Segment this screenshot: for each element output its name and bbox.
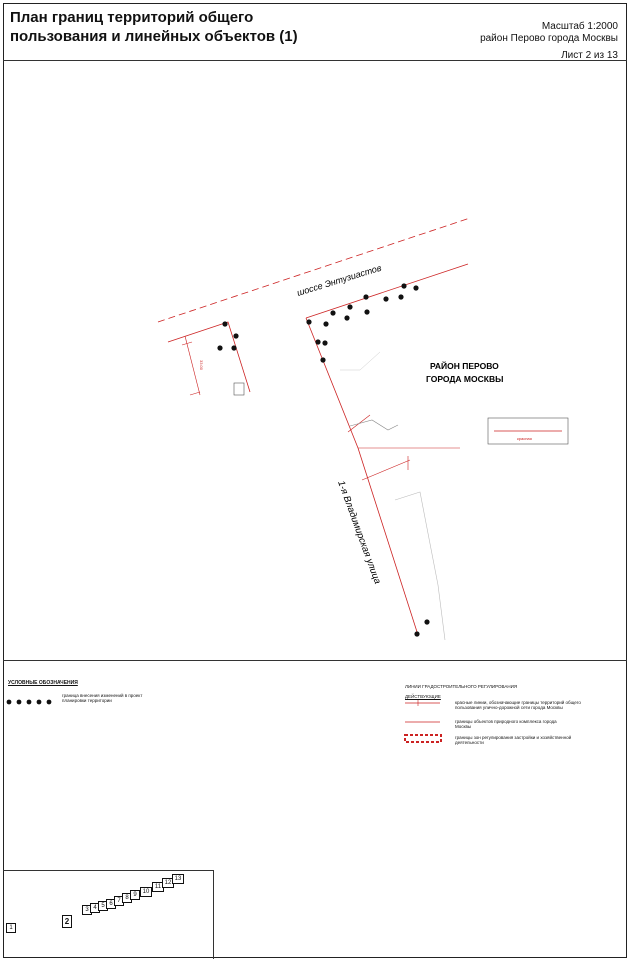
topo-line <box>394 491 446 641</box>
boundary-point <box>233 333 239 339</box>
sheet-meta: Масштаб 1:2000 район Перово города Москв… <box>480 21 618 62</box>
red-line-left-parcel <box>167 321 251 393</box>
sheet-frame <box>3 3 627 958</box>
boundary-point <box>398 294 404 300</box>
boundary-point <box>424 619 430 625</box>
sheet-index-item-1: 1 <box>6 923 16 933</box>
district-label-2: ГОРОДА МОСКВЫ <box>426 374 503 384</box>
boundary-point <box>383 296 389 302</box>
boundary-point <box>401 283 407 289</box>
sheet-index-item-13: 13 <box>172 874 184 884</box>
legend-item1-text-1: красные линии, обозначающие границы терр… <box>455 700 581 705</box>
legend-divider <box>3 660 627 661</box>
title-line-2: пользования и линейных объектов (1) <box>10 28 298 45</box>
scale-label: Масштаб 1:2000 <box>541 21 618 32</box>
legend-zone-symbol <box>404 734 442 743</box>
boundary-point <box>363 294 369 300</box>
boundary-point <box>330 310 336 316</box>
sheet-number: Лист 2 из 13 <box>561 50 618 61</box>
legend-item1-text-2: пользования улично-дорожной сети города … <box>455 705 563 710</box>
boundary-point <box>315 339 321 345</box>
boundary-dots <box>217 283 430 637</box>
boundary-point <box>231 345 237 351</box>
red-line-street-west-south <box>357 447 419 636</box>
boundary-point <box>364 309 370 315</box>
legend-dots-symbol <box>6 699 52 705</box>
legend-item2-text-1: границы объектов природного комплекса го… <box>455 719 557 724</box>
sheet-index-frame <box>3 870 214 959</box>
red-line-highway <box>305 263 469 319</box>
dimension-line <box>184 335 201 396</box>
sheet-index-item-2: 2 <box>62 915 72 928</box>
legend-right-title: ЛИНИИ ГРАДОСТРОИТЕЛЬНОГО РЕГУЛИРОВАНИЯ <box>405 684 518 689</box>
boundary-point <box>347 304 353 310</box>
legend-dots-text-2: планировки территории <box>62 698 112 703</box>
legend-item2-text-2: Москвы <box>455 724 472 729</box>
red-line-street-west <box>305 317 359 449</box>
district-label-1: РАЙОН ПЕРОВО <box>430 360 499 371</box>
legend-item-dots: граница внесения изменений в проект план… <box>62 693 142 703</box>
dimension-tick <box>181 341 193 346</box>
boundary-point <box>217 345 223 351</box>
highway-label: шоссе Энтузиастов <box>296 263 383 298</box>
boundary-point <box>306 319 312 325</box>
legend-item-zones: границы зон регулирования застройки и хо… <box>455 735 571 745</box>
boundary-point <box>320 357 326 363</box>
boundary-point <box>322 340 328 346</box>
boundary-point <box>413 285 419 291</box>
boundary-point <box>222 321 228 327</box>
boundary-point <box>323 321 329 327</box>
legend-item3-text-1: границы зон регулирования застройки и хо… <box>455 735 572 740</box>
header-divider <box>3 60 627 61</box>
dashed-red-line <box>157 217 471 323</box>
legend-right-subtitle: ДЕЙСТВУЮЩИЕ <box>405 694 441 699</box>
boundary-point <box>344 315 350 321</box>
legend-item3-text-2: деятельности <box>455 740 484 745</box>
building-outline <box>233 382 245 396</box>
legend-title: УСЛОВНЫЕ ОБОЗНАЧЕНИЯ <box>8 680 78 686</box>
red-line-marker-box <box>487 417 569 445</box>
topo-line <box>340 351 381 371</box>
title-line-1: План границ территорий общего <box>10 9 254 26</box>
dimension-text: 33.00 <box>199 360 204 371</box>
dimension-tick <box>189 391 201 396</box>
street-label: 1-я Владимирская улица <box>335 479 383 585</box>
district-label: район Перово города Москвы <box>480 33 618 44</box>
boundary-point <box>414 631 420 637</box>
sheet-index-item-10: 10 <box>140 887 152 897</box>
red-line-marker-text: красная <box>517 436 532 441</box>
legend-item-natural: границы объектов природного комплекса го… <box>455 719 557 729</box>
topo-line <box>349 419 399 431</box>
page-title: План границ территорий общего пользовани… <box>10 8 298 46</box>
legend-dots-text-1: граница внесения изменений в проект <box>62 693 143 698</box>
red-line-cross <box>361 459 411 481</box>
legend-item-red-lines: красные линии, обозначающие границы терр… <box>455 700 581 710</box>
sheet-index-item-9: 9 <box>130 890 140 900</box>
